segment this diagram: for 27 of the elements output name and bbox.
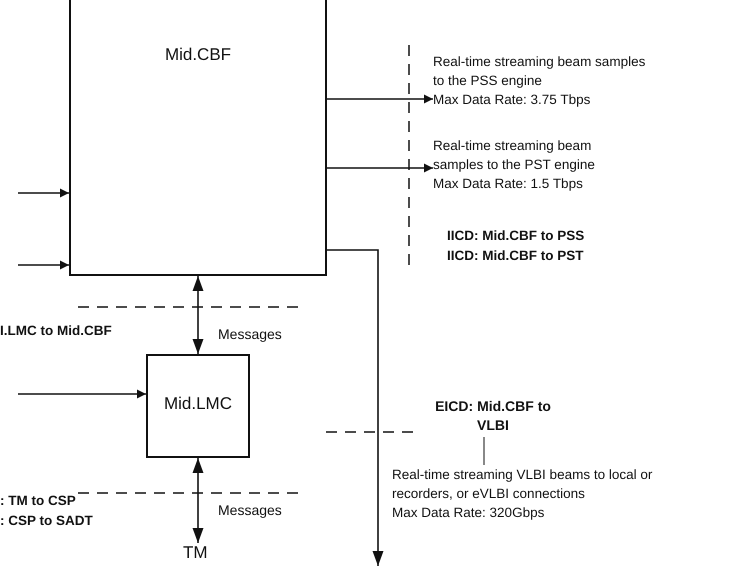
description-text: Real-time streaming beam samples to the PSS engine bbox=[433, 53, 646, 90]
arrow bbox=[192, 458, 204, 543]
interface-label: : CSP to SADT bbox=[0, 512, 93, 530]
interface-label: IICD: Mid.CBF to PSS bbox=[447, 227, 584, 245]
arrow bbox=[18, 188, 69, 198]
interface-label: : TM to CSP bbox=[0, 492, 76, 510]
arrow bbox=[18, 260, 69, 270]
description-text: Max Data Rate: 320Gbps bbox=[392, 504, 546, 522]
arrow bbox=[327, 94, 433, 104]
arrow bbox=[327, 164, 433, 172]
component-box bbox=[69, 0, 327, 276]
arrow bbox=[327, 249, 384, 566]
edge-label: Messages bbox=[216, 326, 284, 342]
component-box bbox=[146, 354, 250, 458]
interface-label: I.LMC to Mid.CBF bbox=[0, 322, 112, 340]
arrow bbox=[192, 276, 204, 354]
interface-label: EICD: Mid.CBF to VLBI bbox=[434, 397, 552, 435]
interface-label: IICD: Mid.CBF to PST bbox=[447, 247, 584, 265]
arrow bbox=[18, 390, 146, 398]
description-text: Real-time streaming VLBI beams to local or recorders, or eVLBI connections bbox=[392, 466, 654, 503]
description-text: Max Data Rate: 3.75 Tbps bbox=[433, 91, 592, 109]
box-title: Mid.CBF bbox=[164, 45, 232, 65]
box-title: Mid.LMC bbox=[162, 394, 233, 414]
node-label: TM bbox=[183, 543, 209, 563]
description-text: Max Data Rate: 1.5 Tbps bbox=[433, 175, 584, 193]
description-text: Real-time streaming beam samples to the PST engine bbox=[433, 137, 595, 174]
edge-label: Messages bbox=[216, 502, 284, 518]
